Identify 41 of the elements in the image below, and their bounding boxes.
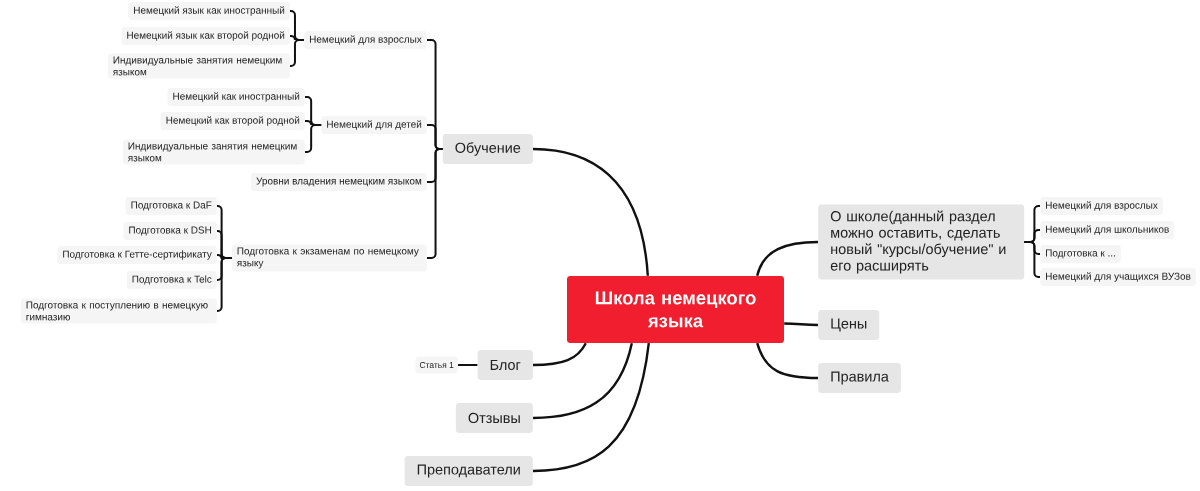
subtopic-box: Уровни владения немецким языком xyxy=(251,173,427,191)
topic-box: О школе(данный раздел можно оставить, сделать новый "курсы/обучение" и его расширять xyxy=(818,204,1025,280)
connector-line xyxy=(426,148,444,259)
connector-line xyxy=(1023,241,1041,278)
subtopic-box: Немецкий как иностранный xyxy=(167,88,305,106)
connector-curve xyxy=(756,240,819,277)
subtopic-box: Немецкий для детей xyxy=(321,116,427,134)
subtopic-box: Подготовка к поступлению в немецкую гимназию xyxy=(20,298,217,324)
subtopic-box: Подготовка к ... xyxy=(1040,245,1121,263)
subtopic-box: Подготовка к экзаменам по немецкому языку xyxy=(231,244,427,272)
connector-curve xyxy=(756,342,819,380)
subtopic-box: Немецкий для школьников xyxy=(1040,221,1175,239)
subtopic-box: Подготовка к Гетте-сертификату xyxy=(57,246,217,264)
subtopic-box: Подготовка к DSH xyxy=(123,222,217,240)
connector-curve xyxy=(533,342,587,367)
subtopic-box: Немецкий как второй родной xyxy=(160,112,305,130)
connector-line xyxy=(457,364,479,366)
subtopic-box: Подготовка к DaF xyxy=(125,197,217,215)
connector-curve xyxy=(784,322,818,327)
topic-box: Обучение xyxy=(442,134,533,164)
topic-box: Правила xyxy=(818,363,901,393)
subtopic-box: Немецкий для взрослых xyxy=(1040,197,1163,215)
topic-box: Преподаватели xyxy=(404,456,533,486)
connector-line xyxy=(304,124,323,153)
subtopic-box: Немецкий язык как иностранный xyxy=(128,2,290,20)
connector-line xyxy=(289,39,305,67)
subtopic-box: Немецкий язык как второй родной xyxy=(121,27,290,45)
subtopic-box: Индивидуальные занятия немецким языком xyxy=(122,139,305,165)
subtopic-box: Статья 1 xyxy=(415,356,458,374)
subtopic-box: Немецкий для учащихся ВУЗов xyxy=(1040,268,1196,286)
subtopic-box: Немецкий для взрослых xyxy=(304,31,427,49)
connector-curve xyxy=(532,343,650,473)
central-topic: Школа немецкого языка xyxy=(567,276,784,343)
topic-box: Блог xyxy=(477,350,533,380)
connector-line xyxy=(216,257,233,312)
subtopic-box: Подготовка к Telc xyxy=(126,271,217,289)
topic-box: Отзывы xyxy=(455,403,533,433)
connector-curve xyxy=(532,342,633,420)
topic-box: Цены xyxy=(818,310,880,340)
connector-curve xyxy=(532,147,649,276)
subtopic-box: Индивидуальные занятия немецким языком xyxy=(107,53,290,79)
